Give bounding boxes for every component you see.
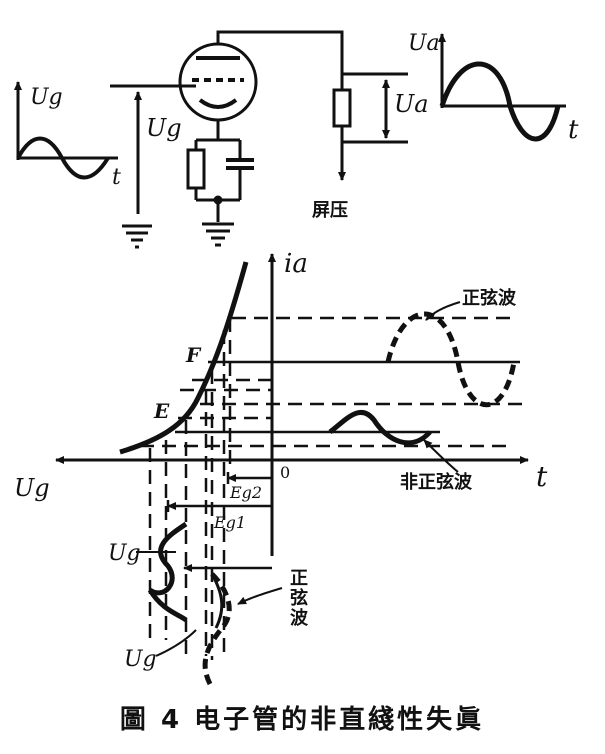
ug-axis-label: Ug bbox=[14, 474, 50, 502]
output-sine-wave-dashed bbox=[385, 311, 517, 408]
circuit-diagram bbox=[14, 30, 566, 249]
ground-symbol-right bbox=[202, 222, 234, 247]
characteristic-curve bbox=[119, 261, 249, 455]
bottom-sine-leader bbox=[237, 587, 283, 605]
bottom-sine-label-2: 弦 bbox=[290, 587, 308, 609]
load-resistor bbox=[332, 88, 352, 128]
figure-caption: 圖 4 电子管的非直綫性失眞 bbox=[120, 704, 484, 735]
output-axis-label: Ua bbox=[408, 31, 440, 56]
eg1-label: Eg1 bbox=[213, 513, 246, 532]
tube-cathode bbox=[198, 98, 238, 109]
ground-symbol-left bbox=[122, 224, 152, 249]
characteristic-plot bbox=[55, 253, 529, 686]
bottom-dashed-sine bbox=[202, 572, 232, 686]
supply-voltage-label: 屏压 bbox=[312, 200, 348, 221]
cathode-resistor bbox=[186, 148, 206, 190]
sine-label-leader bbox=[425, 301, 461, 321]
output-nonsine-wave bbox=[328, 409, 432, 446]
input-sine-wave bbox=[16, 136, 110, 180]
bottom-solid-nonsine bbox=[210, 573, 224, 629]
grid-voltage-label: Ug bbox=[146, 114, 182, 142]
origin-label: 0 bbox=[280, 463, 290, 482]
input-axis-label: Ug bbox=[30, 85, 63, 110]
sine-wave-label: 正弦波 bbox=[462, 287, 517, 309]
bottom-sine-label-3: 波 bbox=[290, 607, 309, 629]
ia-axis-label: ia bbox=[284, 249, 308, 279]
anode-lead bbox=[216, 30, 344, 90]
nonsine-label-leader bbox=[423, 439, 459, 473]
eg2-label: Eg2 bbox=[229, 483, 262, 502]
t-axis-label: t bbox=[536, 460, 548, 493]
output-sine-wave bbox=[439, 61, 561, 142]
bottom-ug-upper-label: Ug bbox=[108, 541, 141, 566]
anode-voltage-label: Ua bbox=[394, 90, 429, 118]
bottom-ug-lower-leader bbox=[155, 629, 197, 657]
input-time-label: t bbox=[112, 165, 121, 190]
bottom-ug-lower-label: Ug bbox=[124, 647, 157, 672]
point-e-label: E bbox=[153, 399, 170, 423]
bottom-sine-label-1: 正 bbox=[290, 568, 308, 589]
nonsine-wave-label: 非正弦波 bbox=[400, 471, 473, 493]
input-grid-sine bbox=[148, 521, 188, 596]
point-f-label: F bbox=[185, 343, 202, 367]
input-grid-sine-lower bbox=[147, 588, 188, 623]
output-time-label: t bbox=[568, 115, 579, 145]
